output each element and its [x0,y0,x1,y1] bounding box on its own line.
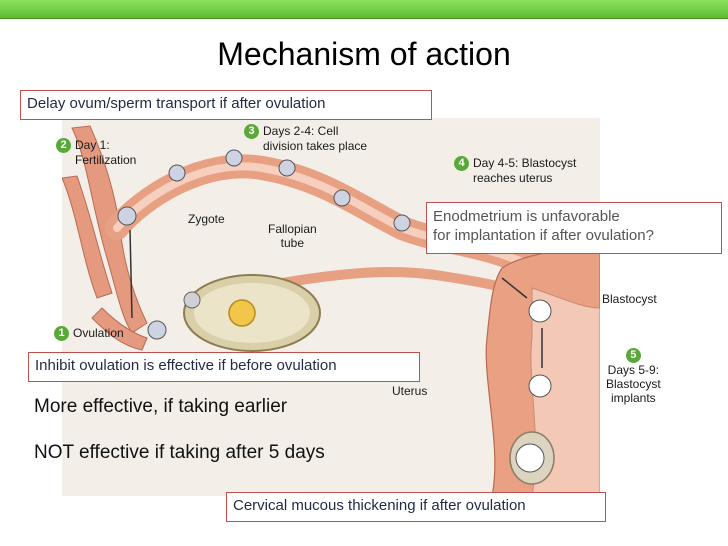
slide-title: Mechanism of action [217,36,511,72]
statement-late: NOT effective if taking after 5 days [34,442,325,463]
label-blastocyst: Blastocyst [602,292,657,306]
ovary [183,274,321,352]
label-fallopian-tube: Fallopian tube [268,222,317,250]
step-number-5: 5 [625,348,641,363]
progress-arrows [129,229,543,368]
cervical-mucous-box: Cervical mucous thickening if after ovul… [226,492,606,522]
label-zygote: Zygote [188,212,225,226]
ovulation-box: Inhibit ovulation is effective if before… [28,352,420,382]
step-number-2: 2 [56,138,71,153]
endometrium-box: Enodmetrium is unfavorable for implantat… [426,202,722,254]
step-number-3: 3 [244,124,259,139]
label-uterus: Uterus [392,384,428,398]
label-days5-9: 5 Days 5-9: Blastocyst implants [606,348,661,405]
transport-delay-box: Delay ovum/sperm transport if after ovul… [20,90,432,120]
statement-earlier: More effective, if taking earlier [34,396,288,417]
slide-top-bar [0,0,728,19]
reproductive-tract-illustration [62,118,600,496]
step-number-4: 4 [454,156,469,171]
step-number-1: 1 [54,326,69,341]
cell-stages [117,149,552,473]
